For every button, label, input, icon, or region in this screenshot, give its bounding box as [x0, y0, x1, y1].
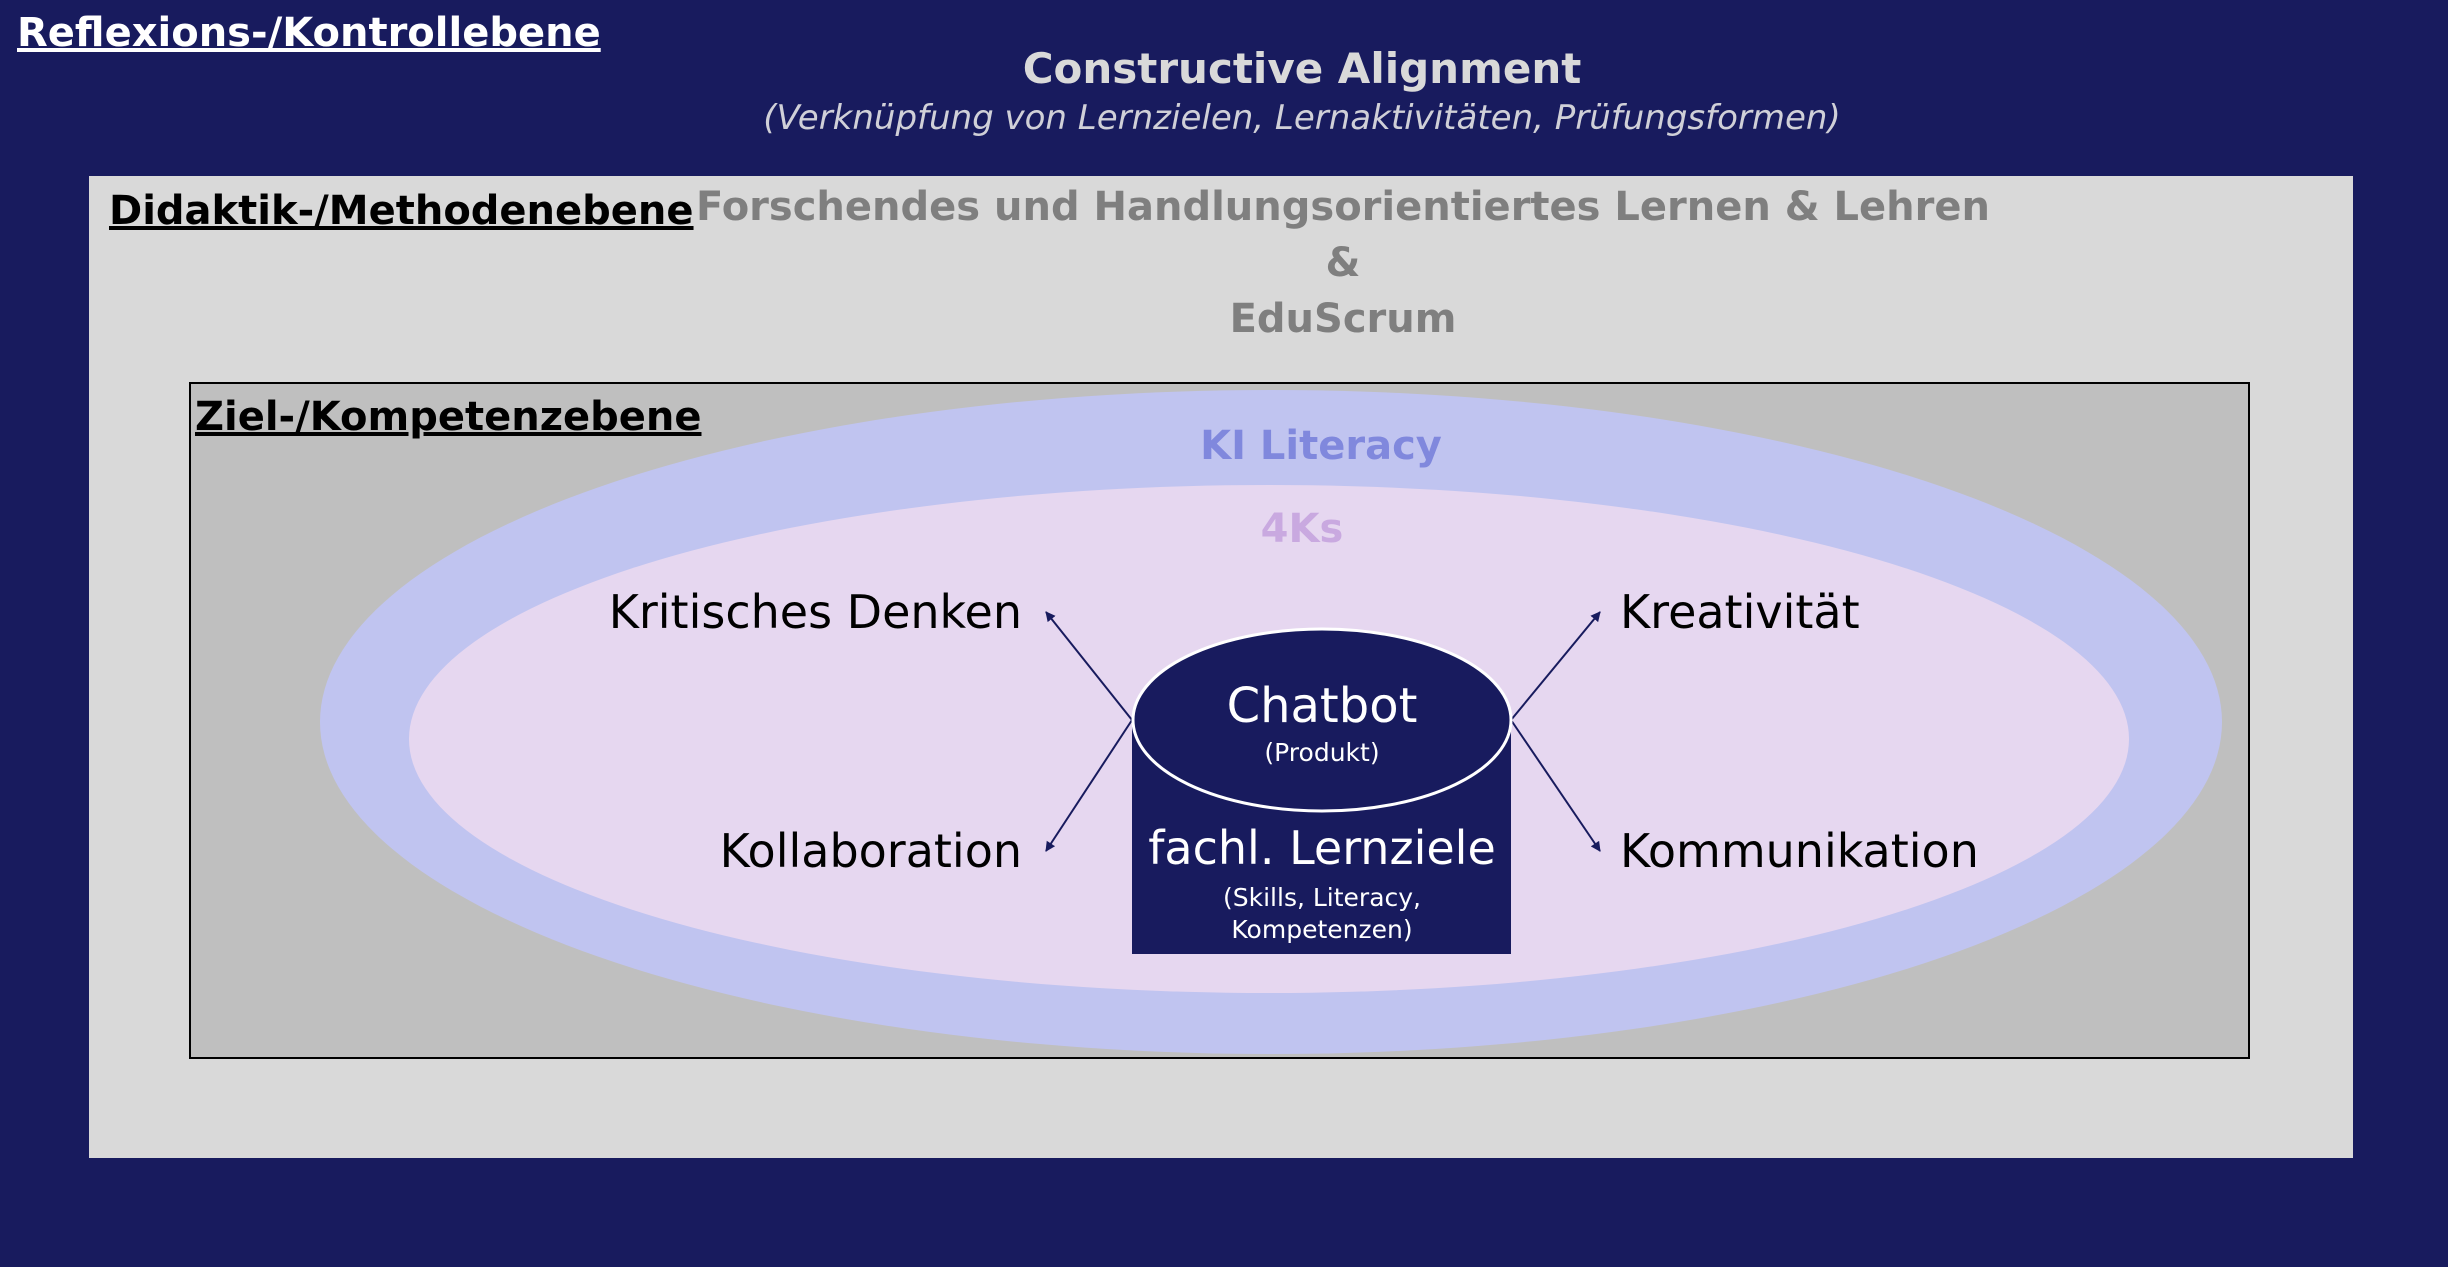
methods-line-2: & — [1325, 240, 1361, 286]
arrow-kollaboration — [1045, 719, 1133, 852]
methods-line-1: Forschendes und Handlungsorientiertes Le… — [696, 184, 1990, 230]
competency-kommunikation: Kommunikation — [1620, 824, 1979, 878]
four-ks-label: 4Ks — [1261, 506, 1344, 552]
methods-line-3: EduScrum — [1229, 296, 1457, 342]
level-label-goals: Ziel-/Kompetenzebene — [195, 394, 702, 440]
constructive-alignment-title: Constructive Alignment — [1022, 44, 1582, 93]
learning-goals-sub-1: (Skills, Literacy, — [1223, 883, 1421, 912]
learning-goals-sub-2: Kompetenzen) — [1231, 915, 1412, 944]
competency-kreativitaet: Kreativität — [1620, 585, 1860, 639]
level-label-didactics: Didaktik-/Methodenebene — [109, 188, 694, 234]
level-label-reflection: Reflexions-/Kontrollebene — [17, 10, 601, 56]
arrow-kritisches-denken — [1045, 611, 1133, 721]
competency-kollaboration: Kollaboration — [720, 824, 1022, 878]
arrow-kommunikation — [1510, 719, 1601, 852]
chatbot-ellipse — [1131, 627, 1513, 813]
constructive-alignment-subtitle: (Verknüpfung von Lernzielen, Lernaktivit… — [763, 98, 1841, 138]
chatbot-sublabel: (Produkt) — [1264, 738, 1379, 767]
competency-kritisches-denken: Kritisches Denken — [609, 585, 1022, 639]
arrow-kreativitaet — [1510, 611, 1601, 721]
ki-literacy-label: KI Literacy — [1200, 423, 1442, 469]
learning-goals-label: fachl. Lernziele — [1148, 821, 1496, 875]
chatbot-label: Chatbot — [1227, 678, 1418, 734]
